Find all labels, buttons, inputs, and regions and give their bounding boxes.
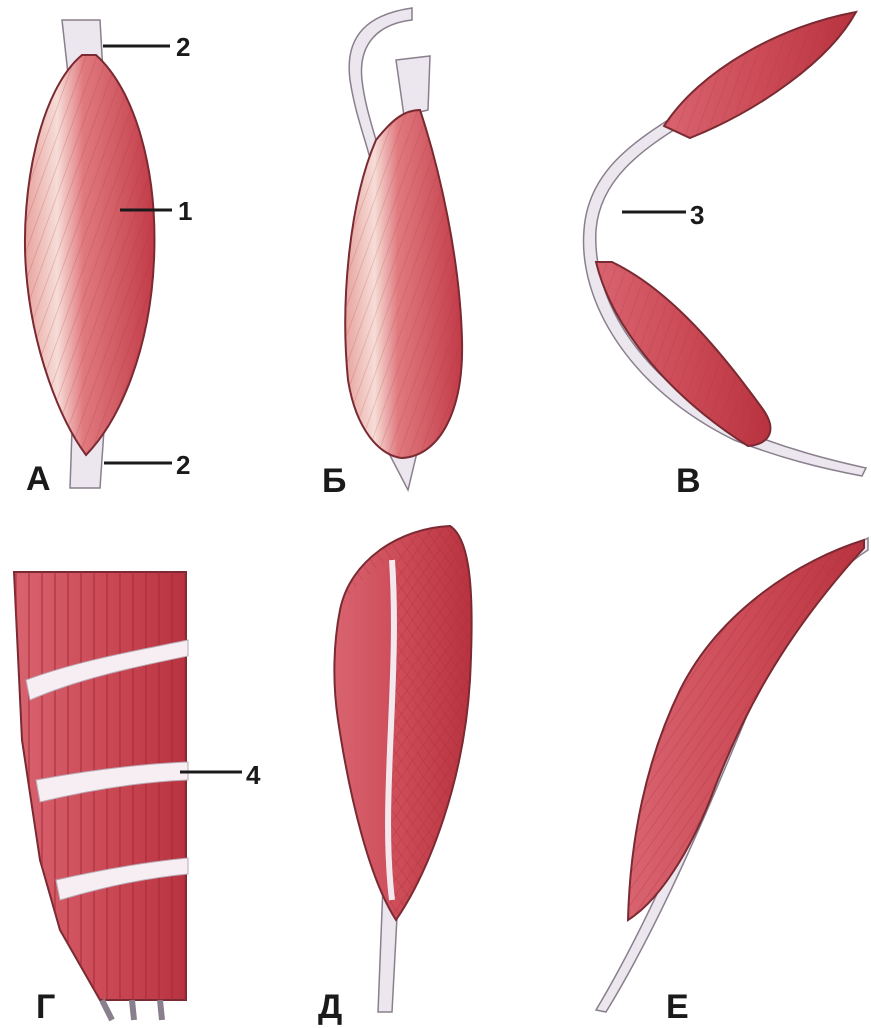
panel-a-fusiform-muscle: 2 1 2 А <box>25 20 193 498</box>
panel-b-two-headed-muscle: Б <box>322 8 462 500</box>
panel-g-bottom-tendons <box>102 1000 162 1020</box>
callout-3: 3 <box>690 200 704 230</box>
panel-label-a: А <box>26 460 51 498</box>
callout-1: 1 <box>178 196 192 226</box>
panel-d-bipennate-muscle: Д <box>318 526 472 1026</box>
panel-e-unipennate-muscle: Е <box>596 538 868 1026</box>
panel-v-digastric-muscle: 3 В <box>584 12 866 500</box>
panel-b-short-tendon <box>396 56 430 116</box>
callout-4: 4 <box>246 760 261 790</box>
panel-label-d: Д <box>318 988 342 1026</box>
panel-label-e: Е <box>666 988 689 1026</box>
panel-g-segmented-muscle: 4 Г <box>14 572 261 1026</box>
panel-label-v: В <box>676 462 701 500</box>
callout-2-top: 2 <box>176 32 190 62</box>
panel-label-g: Г <box>36 988 55 1026</box>
panel-e-tendon <box>596 538 868 1012</box>
panel-label-b: Б <box>322 462 346 500</box>
callout-2-bottom: 2 <box>176 450 190 480</box>
